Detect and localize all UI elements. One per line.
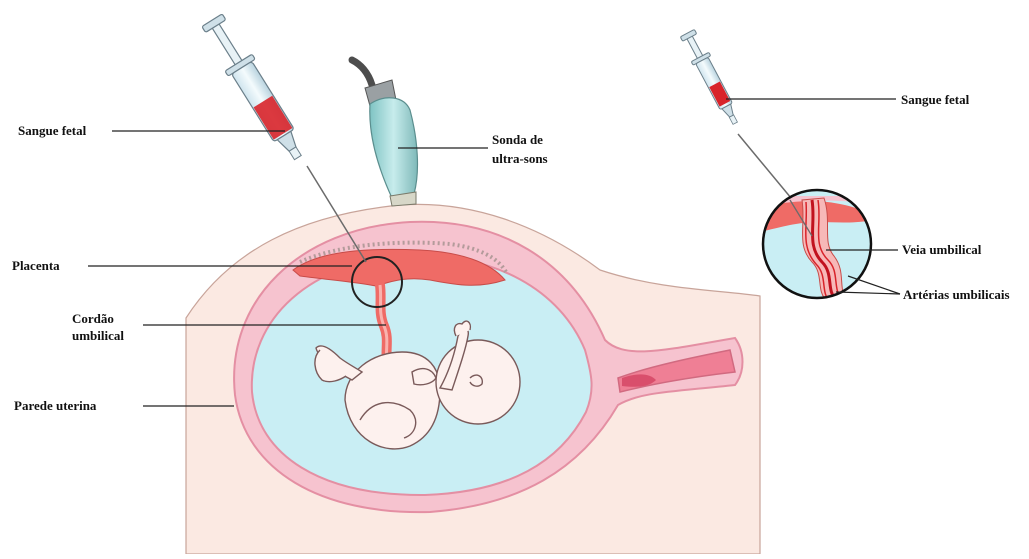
needle-detail — [738, 134, 796, 204]
label-veia-umbilical: Veia umbilical — [902, 241, 981, 258]
leader-arteria-2 — [848, 276, 900, 294]
label-sangue-fetal-left: Sangue fetal — [18, 122, 86, 139]
label-sangue-fetal-right: Sangue fetal — [901, 91, 969, 108]
label-placenta: Placenta — [12, 257, 60, 274]
syringe-detail — [679, 28, 745, 127]
label-cordao-line1: Cordão — [72, 310, 114, 327]
leader-arteria-1 — [836, 292, 900, 294]
label-sonda-line1: Sonda de — [492, 131, 543, 148]
label-sonda-line2: ultra-sons — [492, 150, 548, 167]
magnified-detail — [760, 190, 880, 302]
label-cordao-line2: umbilical — [72, 327, 124, 344]
ultrasound-probe — [352, 60, 417, 206]
probe-cable — [352, 60, 372, 85]
label-arterias-umbilicais: Artérias umbilicais — [903, 286, 1010, 303]
label-parede-uterina: Parede uterina — [14, 397, 96, 414]
syringe-main — [198, 12, 311, 166]
